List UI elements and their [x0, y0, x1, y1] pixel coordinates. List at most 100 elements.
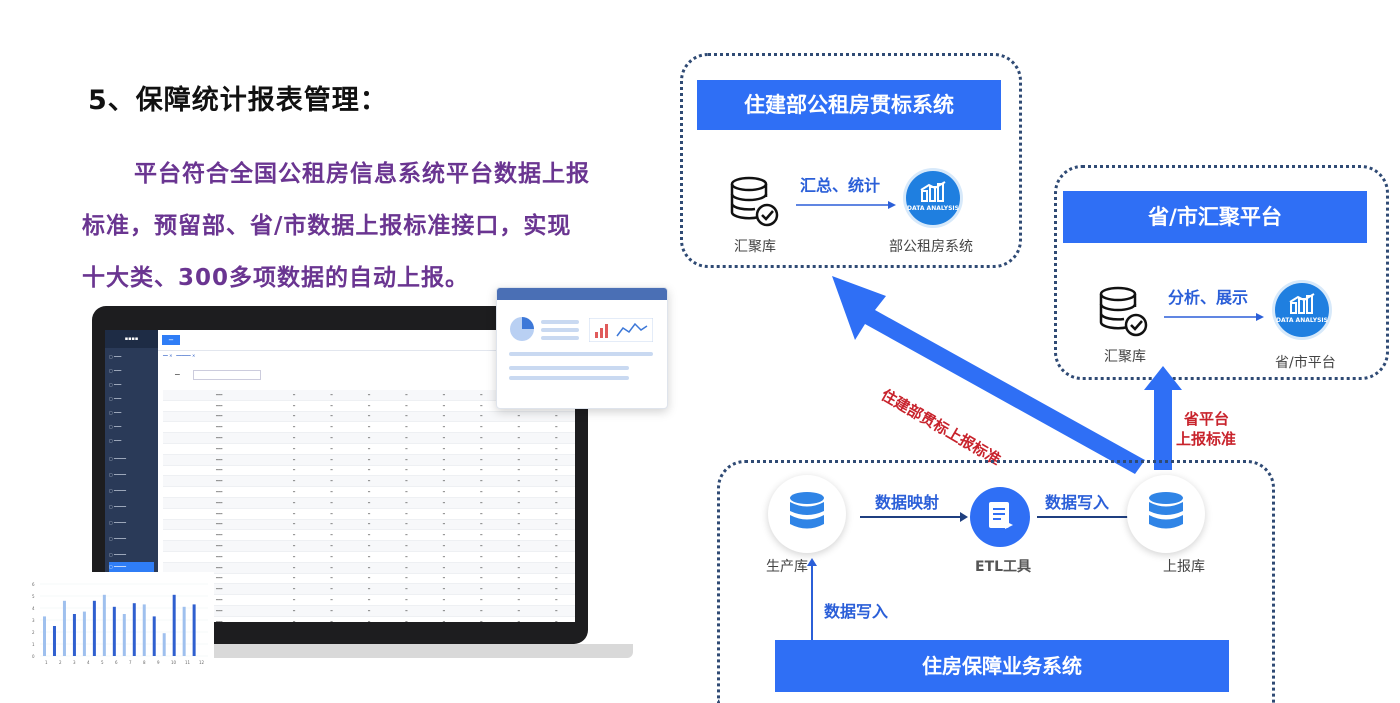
diagonal-arrow	[832, 276, 1145, 474]
sidebar-subitem[interactable]: ▢ ━━━━━	[109, 456, 127, 461]
table-cell: ━	[350, 411, 388, 423]
table-cell: ━	[537, 562, 575, 574]
table-cell: ━	[387, 551, 426, 563]
table-cell: ━	[500, 562, 538, 574]
database-icon	[790, 492, 824, 529]
sidebar-subitem[interactable]: ▢ ━━━━━	[109, 472, 127, 477]
table-row: ━━━━━━━━━━━	[163, 573, 575, 585]
sidebar-item[interactable]: ▢ ━━━	[109, 438, 122, 443]
sidebar-item[interactable]: ▢ ━━━	[109, 354, 122, 359]
table-cell: ━	[275, 400, 313, 412]
x-tick-label: 6	[115, 660, 118, 665]
x-tick-label: 2	[59, 660, 62, 665]
badge-text: DATA ANALYSIS	[907, 205, 959, 212]
table-cell: ━	[425, 562, 463, 574]
sidebar-item[interactable]: ▢ ━━━	[109, 424, 122, 429]
filter-input[interactable]	[193, 370, 261, 380]
table-cell: ━	[312, 486, 351, 498]
table-cell: ━	[537, 594, 575, 606]
chart-bar	[82, 611, 86, 656]
table-cell: ━	[312, 497, 351, 509]
table-cell: ━	[275, 529, 313, 542]
app-topbar	[158, 330, 575, 351]
sidebar-item[interactable]: ▢ ━━━	[109, 368, 122, 373]
table-row: ━━━━━━━━━━━	[163, 454, 575, 466]
table-cell: ━	[425, 540, 463, 552]
table-cell: ━	[312, 529, 351, 542]
laptop-screen: ▪▪▪▪ ▢ ━━━ ▢ ━━━ ▢ ━━━ ▢ ━━━ ▢ ━━━ ▢ ━━━…	[105, 330, 575, 622]
table-cell: ━	[425, 390, 463, 401]
sidebar-subitem[interactable]: ▢ ━━━━━	[109, 504, 127, 509]
chart-bar	[152, 616, 156, 656]
table-cell: ━	[312, 390, 351, 401]
table-cell: ━	[537, 605, 575, 617]
table-cell: ━	[537, 540, 575, 552]
report-db-circle	[1127, 475, 1205, 553]
table-cell: ━	[537, 432, 575, 444]
sidebar-subitem-active[interactable]: ▢ ━━━━━	[109, 562, 154, 572]
paragraph-line-2: 标准，预留部、省/市数据上报标准接口，实现	[82, 213, 572, 239]
table-cell: ━	[537, 421, 575, 434]
table-cell: ━	[462, 508, 501, 520]
arrow-up-icon	[807, 558, 817, 640]
table-cell: ━	[462, 573, 501, 585]
x-tick-label: 3	[73, 660, 76, 665]
table-cell: ━	[312, 562, 351, 574]
table-cell: ━	[537, 508, 575, 520]
table-cell: ━	[312, 465, 351, 477]
table-cell: ━	[275, 594, 313, 606]
table-cell: ━	[350, 529, 388, 542]
table-cell: ━	[275, 475, 313, 488]
table-cell: ━	[462, 562, 501, 574]
table-cell: ━	[425, 551, 463, 563]
x-tick-label: 12	[199, 660, 205, 665]
table-cell: ━	[350, 551, 388, 563]
chart-bar	[43, 616, 46, 656]
table-cell: ━	[312, 583, 351, 596]
table-cell: ━━━	[163, 594, 276, 606]
sidebar-item[interactable]: ▢ ━━━	[109, 382, 122, 387]
sidebar-subitem[interactable]: ▢ ━━━━━	[109, 536, 127, 541]
sidebar-item[interactable]: ▢ ━━━	[109, 410, 122, 415]
chart-bar	[102, 594, 106, 656]
table-cell: ━	[462, 540, 501, 552]
table-cell: ━━━	[163, 497, 276, 509]
x-tick-label: 9	[157, 660, 160, 665]
table-cell: ━	[500, 594, 538, 606]
table-cell: ━	[500, 432, 538, 444]
table-cell: ━	[275, 486, 313, 498]
table-cell: ━	[350, 400, 388, 412]
write-label: 数据写入	[1045, 493, 1110, 512]
right-db-label: 汇聚库	[1104, 349, 1146, 365]
table-row: ━━━━━━━━━━━	[163, 594, 575, 606]
y-tick-label: 2	[32, 630, 35, 635]
table-cell: ━	[425, 454, 463, 466]
sidebar-subitem[interactable]: ▢ ━━━━━	[109, 520, 127, 525]
table-cell: ━	[350, 475, 388, 488]
table-cell: ━	[537, 497, 575, 509]
table-cell: ━━━	[163, 432, 276, 444]
table-row: ━━━━━━━━━━━	[163, 605, 575, 617]
x-tick-label: 8	[143, 660, 146, 665]
database-check-icon	[730, 176, 779, 227]
sidebar-item[interactable]: ▢ ━━━	[109, 396, 122, 401]
province-platform-box	[1054, 165, 1389, 380]
sidebar-subitem[interactable]: ▢ ━━━━━	[109, 552, 127, 557]
sidebar-subitem[interactable]: ▢ ━━━━━	[109, 488, 127, 493]
etl-label: ETL工具	[975, 559, 1032, 575]
topbar-tab[interactable]: ━━	[162, 335, 180, 345]
data-analysis-badge: DATA ANALYSIS	[906, 171, 960, 225]
y-tick-label: 5	[32, 594, 35, 599]
right-arrow-label: 分析、展示	[1168, 288, 1249, 307]
table-cell: ━━━	[163, 411, 276, 423]
table-row: ━━━━━━━━━━━	[163, 519, 575, 531]
table-cell: ━	[350, 519, 388, 531]
table-cell: ━	[500, 443, 538, 455]
table-cell: ━	[350, 605, 388, 617]
table-cell: ━	[275, 551, 313, 563]
etl-tool-circle	[970, 487, 1030, 547]
table-cell: ━	[275, 562, 313, 574]
table-cell: ━	[462, 454, 501, 466]
y-tick-label: 0	[32, 654, 35, 659]
chart-bar	[192, 604, 196, 656]
